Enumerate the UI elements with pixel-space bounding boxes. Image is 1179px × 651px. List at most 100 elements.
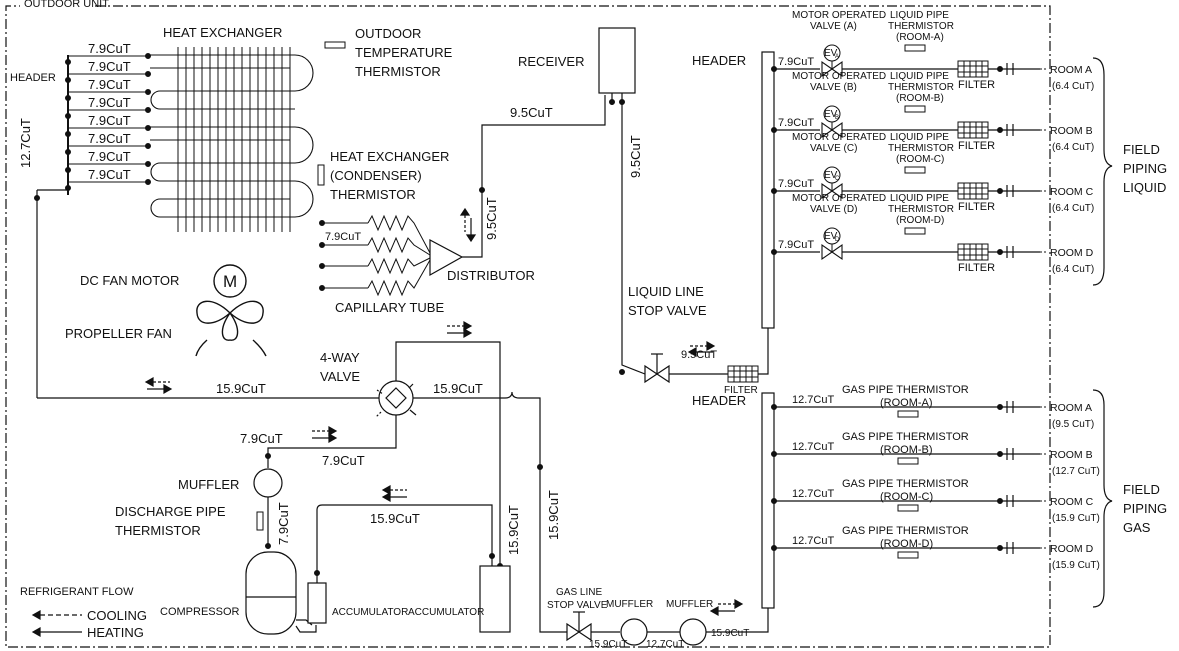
field-liquid-label: FIELD: [1123, 142, 1160, 157]
liquid-thermistor-label: (ROOM-B): [896, 93, 944, 104]
legend-heating-arrow: [31, 626, 82, 638]
flow-arrows: [312, 425, 338, 444]
filter-body: [957, 60, 989, 78]
condenser-thermistor-label: (CONDENSER): [330, 168, 422, 183]
pipe-muffler-to-gas-header: [706, 608, 769, 633]
ev-subscript: A: [835, 54, 839, 60]
room-pipe-size: (6.4 CuT): [1052, 264, 1094, 275]
liquid-thermistor-label: (ROOM-A): [896, 32, 944, 43]
pipe-12-7-label: 12.7CuT: [646, 639, 684, 650]
liquid-stop-valve-label: LIQUID LINE: [628, 284, 704, 299]
motor-operated-valve-label: VALVE (B): [810, 82, 857, 93]
discharge-thermistor-icon: [256, 511, 264, 531]
pipe-joint: [34, 195, 40, 201]
room-label: ROOM A: [1050, 64, 1092, 76]
fan-motor-icon: [213, 264, 247, 298]
motor-symbol: M: [223, 272, 237, 291]
gas-header-label: HEADER: [692, 393, 746, 408]
gas-thermistor-icon: [897, 457, 919, 465]
gas-thermistor-label: GAS PIPE THERMISTOR: [842, 431, 969, 443]
room-label: ROOM D: [1050, 247, 1094, 259]
pipe-receiver-to-stopvalve: [621, 102, 646, 375]
outdoor-temp-label: TEMPERATURE: [355, 45, 453, 60]
filter-body: [957, 182, 989, 200]
field-liquid-label: PIPING: [1123, 161, 1167, 176]
ev-subscript: C: [835, 176, 840, 182]
liquid-thermistor-icon: [904, 166, 926, 174]
room-pipe-size: (15.9 CuT): [1052, 513, 1100, 524]
discharge-thermistor-label: THERMISTOR: [115, 523, 201, 538]
gas-thermistor-icon: [897, 410, 919, 418]
pipe-4way-to-gas-stopvalve: [413, 391, 567, 633]
pipe-9-5-label: 9.5CuT: [681, 349, 717, 361]
pipe-15-9-label: 15.9CuT: [370, 511, 420, 526]
liquid-thermistor-label: LIQUID PIPE: [890, 71, 949, 82]
field-liquid-brace: [1092, 57, 1113, 286]
discharge-thermistor-label: DISCHARGE PIPE: [115, 504, 226, 519]
room-pipe-size: (9.5 CuT): [1052, 419, 1094, 430]
gas-stop-valve-label: GAS LINE: [556, 587, 602, 598]
gas-thermistor-icon: [897, 504, 919, 512]
gas-pipe-size-label: 12.7CuT: [792, 535, 834, 547]
outdoor-unit-label: OUTDOOR UNIT: [24, 0, 109, 10]
liquid-thermistor-label: LIQUID PIPE: [890, 193, 949, 204]
liquid-stop-valve-icon: [644, 353, 670, 384]
coil-pipe-label: 7.9CuT: [88, 113, 131, 128]
pipe-15-9-vertical-label: 15.9CuT: [546, 490, 561, 540]
four-way-valve-label: 4-WAY: [320, 350, 360, 365]
pipe-joint: [771, 404, 777, 410]
room-pipe-size: (6.4 CuT): [1052, 203, 1094, 214]
liquid-pipe-size-label: 7.9CuT: [778, 56, 814, 68]
coil-pipe-label: 7.9CuT: [88, 77, 131, 92]
filter-label: FILTER: [958, 79, 995, 91]
liquid-pipe-size-label: 7.9CuT: [778, 239, 814, 251]
ev-label: EV: [824, 170, 838, 181]
room-pipe-size: (6.4 CuT): [1052, 81, 1094, 92]
filter-icon: [957, 121, 989, 139]
pipe-joint: [997, 127, 1003, 133]
gas-thermistor-label: (ROOM-D): [880, 538, 933, 550]
pipe-joint: [619, 369, 625, 375]
outdoor-unit-border: [5, 5, 1051, 648]
coil-pipe-label: 7.9CuT: [88, 95, 131, 110]
outdoor-temp-label: OUTDOOR: [355, 26, 421, 41]
muffler-icon: [253, 468, 283, 498]
four-way-valve-icon: [375, 380, 417, 418]
accumulator-large-icon: [479, 565, 511, 633]
valve-actuator-icon: [823, 227, 841, 245]
pipe-joint: [997, 545, 1003, 551]
liquid-thermistor-label: (ROOM-C): [896, 154, 944, 165]
liquid-thermistor-label: THERMISTOR: [888, 21, 954, 32]
pipe-joint: [771, 66, 777, 72]
gas-muffler-2-label: MUFFLER: [666, 599, 713, 610]
coil-pipe-label: 7.9CuT: [88, 131, 131, 146]
gas-pipe-size-label: 12.7CuT: [792, 394, 834, 406]
filter-body: [957, 121, 989, 139]
gas-thermistor-label: GAS PIPE THERMISTOR: [842, 384, 969, 396]
coil-pipes: [65, 53, 151, 191]
liquid-thermistor-label: (ROOM-D): [896, 215, 944, 226]
pipe-joint: [771, 498, 777, 504]
gas-thermistor-label: GAS PIPE THERMISTOR: [842, 478, 969, 490]
filter-icon: [957, 243, 989, 261]
receiver-icon: [598, 27, 636, 94]
pipe-15-9-label: 15.9CuT: [589, 639, 627, 650]
pipe-15-9-label: 15.9CuT: [433, 381, 483, 396]
capillary-pipe-label: 7.9CuT: [325, 231, 361, 243]
pipe-7-9-label: 7.9CuT: [240, 431, 283, 446]
room-label: ROOM C: [1050, 496, 1094, 508]
gas-thermistor-label: GAS PIPE THERMISTOR: [842, 525, 969, 537]
room-label: ROOM A: [1050, 402, 1092, 414]
field-gas-label: FIELD: [1123, 482, 1160, 497]
pipe-joint: [537, 464, 543, 470]
room-pipe-size: (15.9 CuT): [1052, 560, 1100, 571]
pipe-joint: [265, 543, 271, 549]
room-pipe-size: (6.4 CuT): [1052, 142, 1094, 153]
legend-heating-label: HEATING: [87, 625, 144, 640]
motor-operated-valve-label: VALVE (C): [810, 143, 857, 154]
filter-label: FILTER: [958, 201, 995, 213]
motor-operated-valve-label: MOTOR OPERATED: [792, 132, 886, 143]
